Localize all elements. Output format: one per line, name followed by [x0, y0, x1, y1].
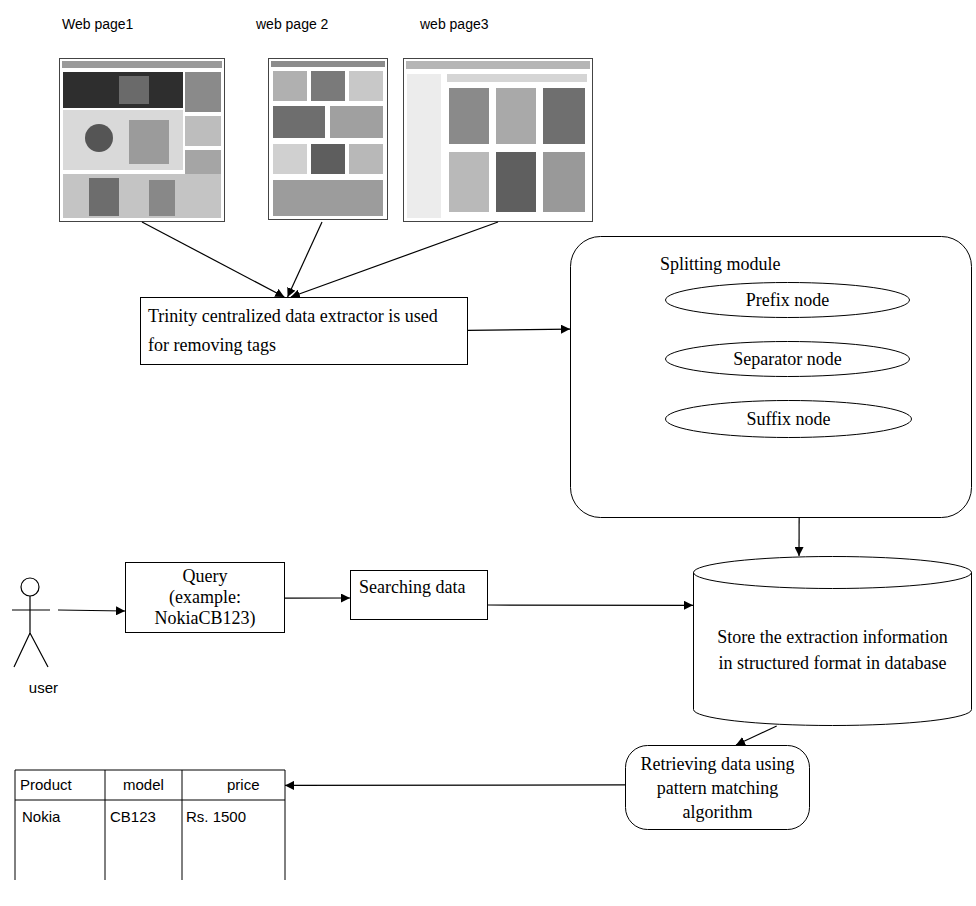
arrow-connector — [798, 518, 799, 556]
module-box: Splitting modulePrefix nodeSeparator nod… — [570, 236, 972, 518]
ellipse-outline — [666, 342, 910, 377]
cylinder-rim — [694, 573, 972, 589]
screenshot-block — [129, 120, 169, 164]
table-cell: CB123 — [105, 800, 182, 880]
query-box: Query (example: NokiaCB123) — [125, 562, 285, 633]
database-cylinder: Store the extraction information in stru… — [693, 556, 972, 726]
user-actor: user — [8, 575, 58, 700]
screenshot-block — [273, 180, 383, 216]
screenshot-frame — [60, 59, 225, 222]
web-page: web page 2 — [256, 14, 388, 222]
web-page-screenshot — [60, 59, 225, 222]
arrow-connector — [285, 784, 625, 786]
web-page: Web page1 — [59, 14, 225, 222]
arrow-connector — [58, 609, 125, 611]
rounded-outline — [626, 746, 810, 830]
box-label: Separator node — [733, 349, 841, 370]
box-label: web page 2 — [256, 16, 328, 32]
screenshot-block — [185, 116, 221, 146]
box-label: web page3 — [420, 16, 489, 32]
result-table: ProductmodelpriceNokiaCB123Rs. 1500 — [15, 770, 285, 880]
arrow-connector — [291, 222, 498, 297]
box-label: Query (example: NokiaCB123) — [146, 566, 264, 629]
screenshot-figure — [449, 88, 489, 144]
user-stick-figure — [12, 578, 50, 667]
screenshot-figure — [496, 88, 536, 144]
node-ellipse: Suffix node — [665, 400, 912, 438]
screenshot-figure — [89, 178, 119, 216]
arrow-connector — [142, 222, 284, 297]
box-label: user — [29, 679, 58, 696]
box-label: Retrieving data using pattern matching a… — [631, 752, 804, 824]
screenshot-block — [273, 71, 307, 101]
table-grid — [15, 770, 285, 880]
screenshot-bar — [406, 61, 590, 69]
box-label: Store the extraction information in stru… — [717, 624, 948, 676]
node-ellipse: Prefix node — [665, 282, 910, 318]
ellipse-outline — [666, 401, 912, 438]
screenshot-bar — [62, 61, 222, 68]
arrow-connector — [288, 222, 322, 297]
box-label: Trinity centralized data extractor is us… — [148, 302, 461, 360]
screenshot-banner — [63, 72, 183, 108]
process-box: Searching data — [350, 570, 488, 620]
table-cell: Rs. 1500 — [182, 800, 285, 880]
screenshot-frame — [404, 59, 593, 222]
arrow-connector — [468, 329, 570, 330]
screenshot-figure — [149, 180, 175, 216]
process-box: Trinity centralized data extractor is us… — [140, 297, 468, 365]
arrow-connector — [488, 604, 693, 605]
process-box: Retrieving data using pattern matching a… — [625, 745, 810, 830]
arrow-connector — [736, 726, 777, 745]
screenshot-figure — [543, 88, 585, 144]
screenshot-block — [330, 106, 383, 138]
screenshot-block — [349, 144, 383, 174]
screenshot-figure — [449, 152, 489, 212]
table-cell: Nokia — [15, 800, 105, 880]
shape-outline — [570, 236, 972, 518]
screenshot-block — [311, 71, 345, 101]
screenshot-block — [63, 174, 221, 218]
table-cell: Product — [15, 770, 105, 800]
screenshot-block — [311, 144, 345, 174]
node-ellipse: Separator node — [665, 341, 910, 377]
box-label: Searching data — [359, 577, 465, 598]
box-label: Web page1 — [62, 16, 133, 32]
rounded-outline — [571, 237, 972, 518]
screenshot-bar — [447, 74, 587, 82]
arrow-connector — [285, 597, 350, 598]
web-page-screenshot — [269, 59, 388, 220]
screenshot-figure — [496, 152, 536, 212]
screenshot-frame — [269, 59, 388, 220]
screenshot-block — [273, 144, 307, 174]
screenshot-block — [119, 76, 149, 104]
box-label: Suffix node — [746, 409, 830, 430]
table-cell: model — [105, 770, 182, 800]
screenshot-block — [349, 71, 383, 101]
web-page-screenshot — [404, 59, 593, 222]
box-label: Splitting module — [660, 254, 781, 275]
screenshot-figure — [543, 152, 585, 212]
screenshot-sidebar — [407, 74, 441, 218]
screenshot-block — [63, 110, 183, 170]
stick-body — [12, 596, 50, 667]
ellipse-outline — [666, 283, 910, 318]
cylinder-body — [694, 557, 972, 726]
screenshot-block — [185, 72, 221, 112]
stick-head — [21, 578, 39, 596]
box-label: Prefix node — [746, 290, 829, 311]
screenshot-figure — [85, 124, 113, 152]
web-page: web page3 — [403, 14, 593, 222]
table-cell: price — [182, 770, 285, 800]
screenshot-block — [273, 106, 325, 138]
screenshot-bar — [271, 61, 385, 67]
